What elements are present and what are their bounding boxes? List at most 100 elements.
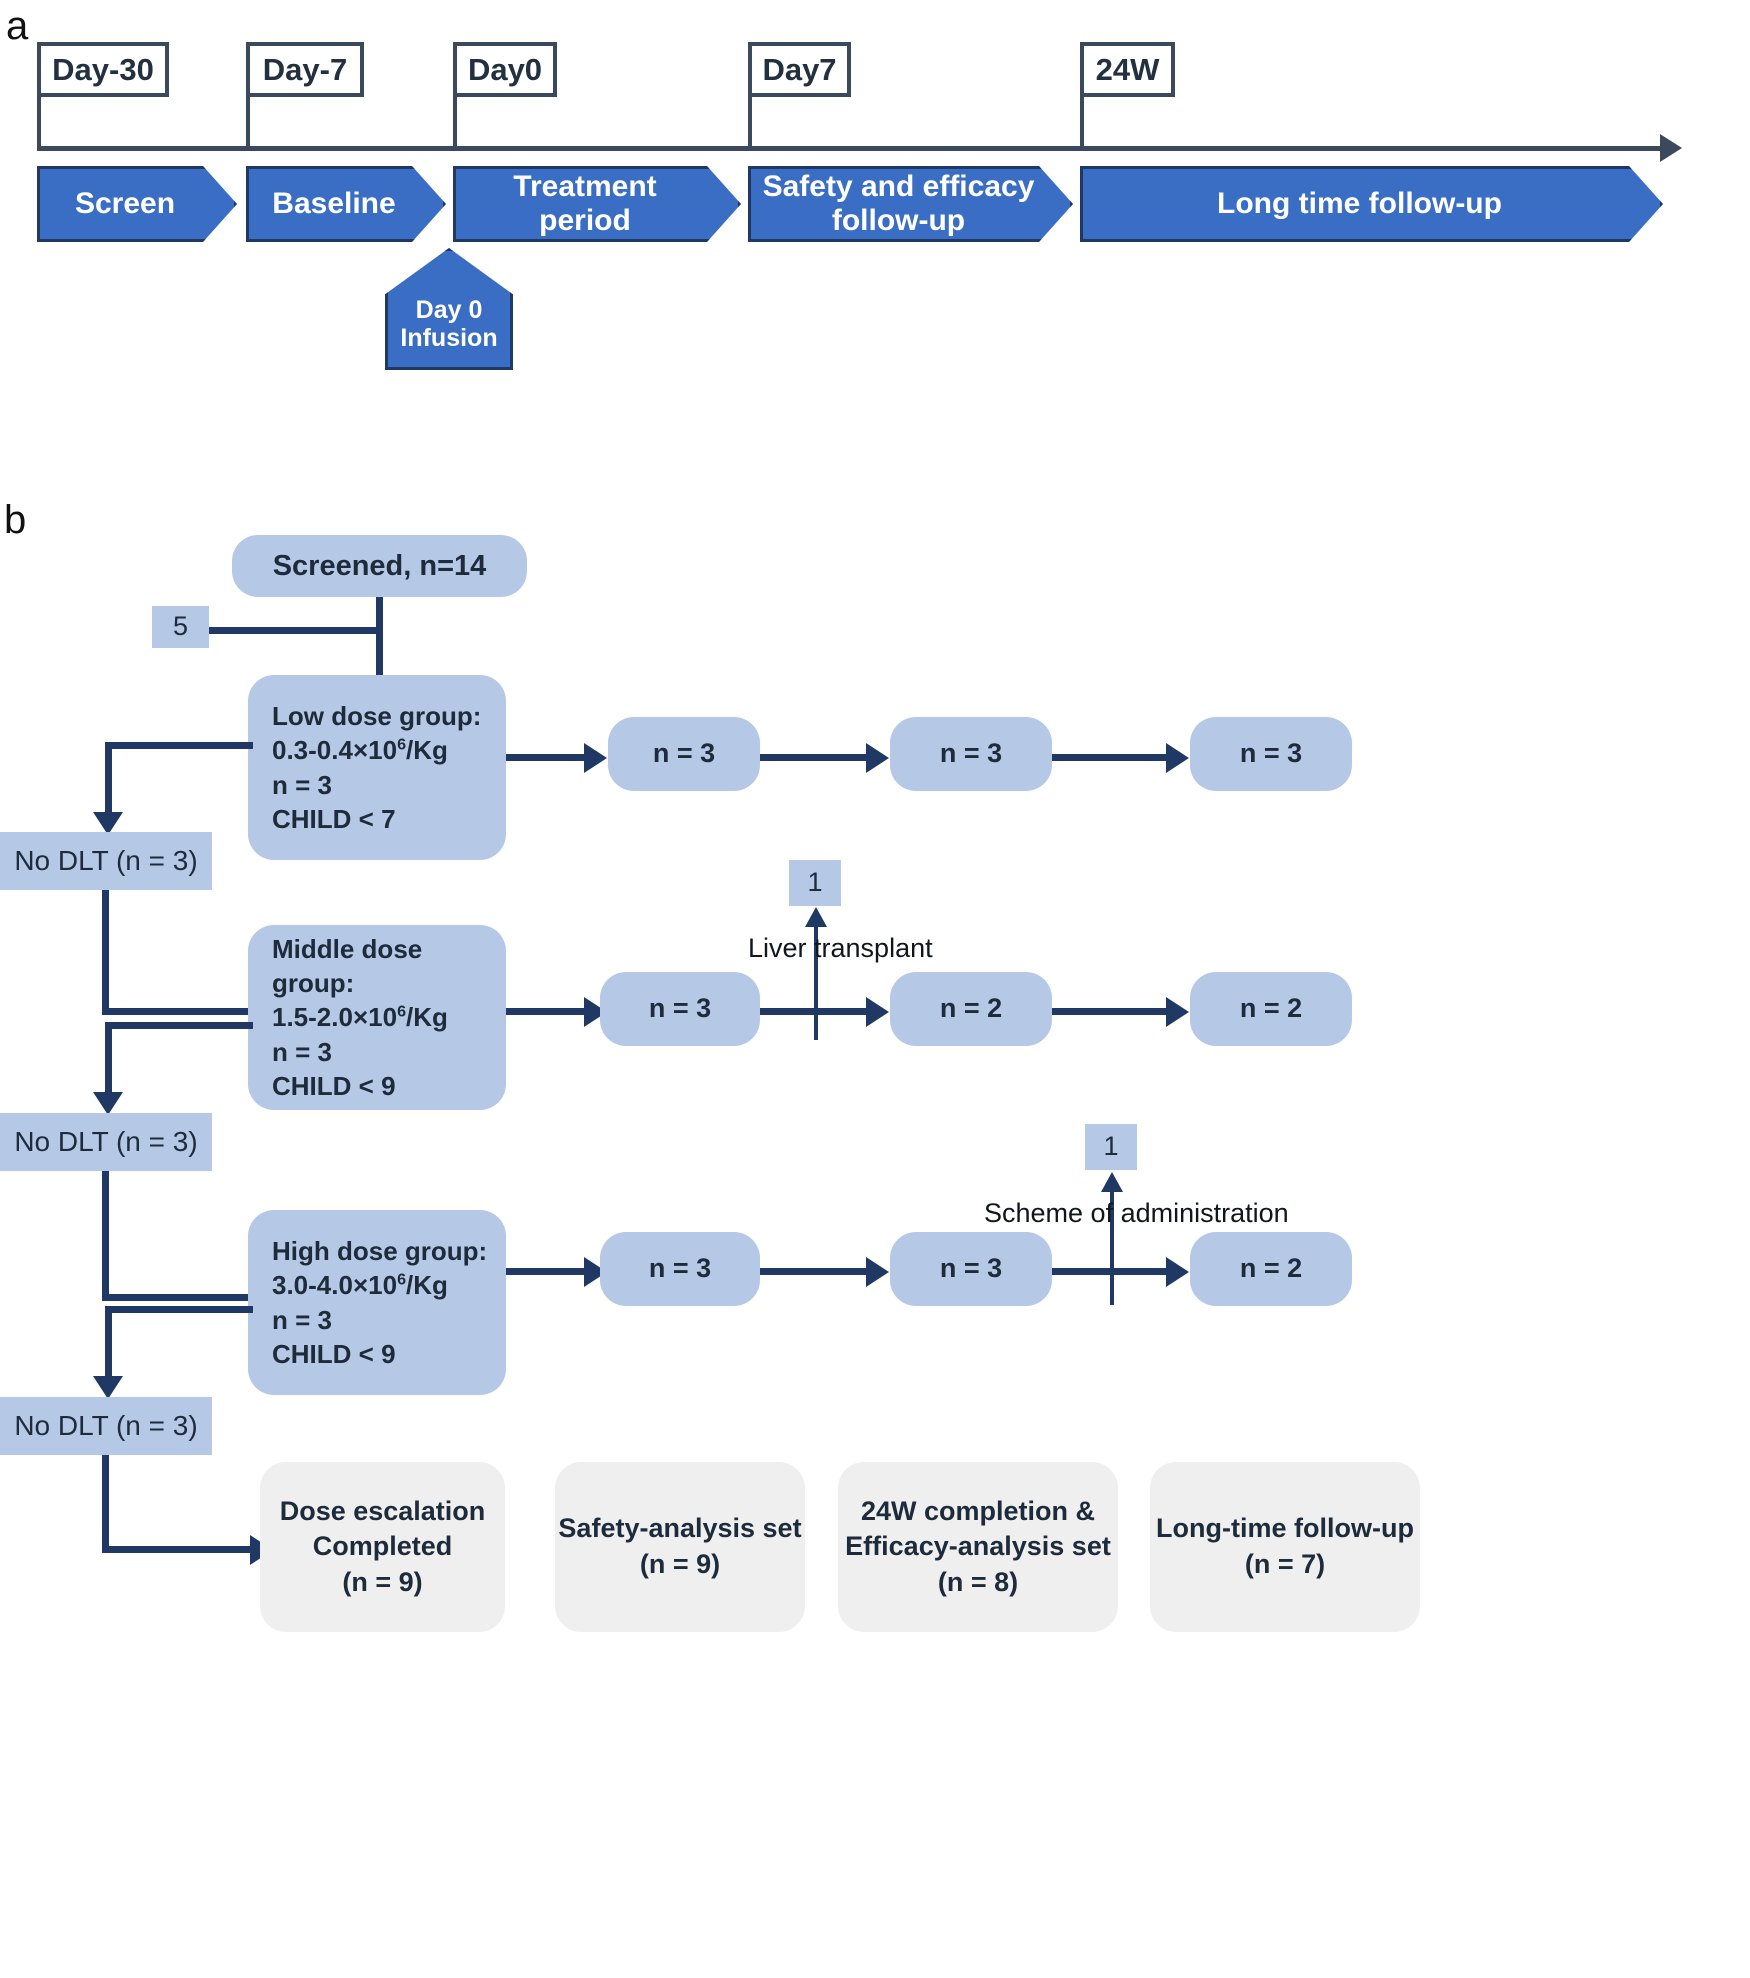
connector-dlt0-right	[102, 1008, 254, 1015]
node-no-dlt-0: No DLT (n = 3)	[0, 832, 212, 890]
milestone-tick-4	[1080, 95, 1084, 148]
phase-chevron-screen: Screen	[37, 166, 237, 242]
milestone-tick-2	[453, 95, 457, 148]
node-middle-followup-2: n = 2	[1190, 972, 1352, 1046]
connector-high-f1-f2-arrow-icon	[866, 1257, 889, 1287]
dose-low-child: CHILD < 7	[272, 803, 396, 834]
node-no-dlt-2-label: No DLT (n = 3)	[14, 1409, 198, 1441]
connector-mid-elbow-arrow-icon	[93, 1092, 123, 1115]
node-middle-followup-1: n = 2	[890, 972, 1052, 1046]
day0-infusion-node: Day 0 Infusion	[385, 248, 513, 370]
milestone-tick-1	[246, 95, 250, 148]
phase-label-2: Treatment period	[513, 169, 657, 237]
node-middle-followup-0-label: n = 3	[648, 993, 712, 1024]
label-scheme-of-administration: Scheme of administration	[984, 1198, 1289, 1228]
phase-chevron-long-followup: Long time follow-up	[1080, 166, 1663, 242]
connector-mid-elbow-h	[105, 1022, 253, 1029]
node-outcome-0: Dose escalation Completed (n = 9)	[260, 1462, 505, 1632]
outcome-2-line-3: (n = 8)	[937, 1566, 1019, 1597]
connector-high-elbow-h	[105, 1306, 253, 1313]
node-dose-group-low: Low dose group: 0.3-0.4×106/Kg n = 3 CHI…	[248, 675, 506, 860]
timeline-axis	[37, 146, 1662, 151]
node-high-followup-0: n = 3	[600, 1232, 760, 1306]
milestone-label-3: Day7	[762, 51, 837, 87]
connector-scheme-admin-v	[1110, 1185, 1114, 1305]
connector-mid-f2-f3-arrow-icon	[1166, 997, 1189, 1027]
node-screened-label: Screened, n=14	[272, 549, 487, 582]
outcome-1-line-2: (n = 9)	[639, 1549, 721, 1579]
panel-a-timeline: a Day-30 Day-7 Day0 Day7 24W Screen Base…	[0, 0, 1750, 420]
dose-middle-n: n = 3	[272, 1036, 332, 1067]
node-dose-group-high: High dose group: 3.0-4.0×106/Kg n = 3 CH…	[248, 1210, 506, 1395]
milestone-box-4: 24W	[1080, 42, 1175, 97]
node-dropout-scheme-admin-count: 1	[1103, 1131, 1119, 1162]
connector-low-elbow-arrow-icon	[93, 812, 123, 835]
node-dropout-liver-transplant-count: 1	[807, 867, 823, 898]
dose-high-title: High dose group:	[272, 1235, 488, 1266]
node-middle-followup-2-label: n = 2	[1239, 993, 1303, 1024]
phase-chevron-baseline: Baseline	[246, 166, 446, 242]
node-dose-group-middle: Middle dose group: 1.5-2.0×106/Kg n = 3 …	[248, 925, 506, 1110]
node-screened: Screened, n=14	[232, 535, 527, 597]
dose-low-dose: 0.3-0.4×106/Kg	[272, 735, 448, 766]
node-outcome-3: Long-time follow-up (n = 7)	[1150, 1462, 1420, 1632]
dose-middle-dose: 1.5-2.0×106/Kg	[272, 1002, 448, 1033]
connector-low-to-f1	[506, 754, 586, 761]
node-no-dlt-2: No DLT (n = 3)	[0, 1397, 212, 1455]
label-liver-transplant: Liver transplant	[748, 933, 933, 963]
outcome-0-line-3: (n = 9)	[342, 1566, 423, 1597]
connector-scheme-admin-arrow-icon	[1101, 1172, 1123, 1192]
dose-high-dose: 3.0-4.0×106/Kg	[272, 1270, 448, 1301]
node-low-followup-1-label: n = 3	[939, 738, 1003, 769]
node-low-followup-2: n = 3	[1190, 717, 1352, 791]
node-outcome-1: Safety-analysis set (n = 9)	[555, 1462, 805, 1632]
dose-high-n: n = 3	[272, 1304, 332, 1335]
connector-liver-transplant-v	[814, 920, 818, 1040]
connector-high-elbow-v	[105, 1306, 112, 1384]
outcome-2-line-1: 24W completion &	[860, 1495, 1096, 1526]
connector-dlt2-down	[102, 1455, 109, 1553]
node-low-followup-2-label: n = 3	[1239, 738, 1303, 769]
node-no-dlt-1-label: No DLT (n = 3)	[14, 1125, 198, 1157]
node-high-followup-0-label: n = 3	[648, 1253, 712, 1284]
connector-low-f1-f2	[760, 754, 870, 761]
node-excluded-label: 5	[172, 611, 189, 642]
milestone-box-1: Day-7	[246, 42, 364, 97]
connector-high-f2-f3-arrow-icon	[1166, 1257, 1189, 1287]
phase-chevron-treatment: Treatment period	[453, 166, 741, 242]
phase-label-0: Screen	[74, 186, 176, 220]
outcome-0-line-2: Completed	[312, 1531, 453, 1562]
dose-middle-title: Middle dose group:	[272, 933, 423, 999]
panel-b-flowchart: b Screened, n=14 5 Low dose group: 0.3-0…	[0, 420, 1750, 1978]
connector-high-to-f1	[506, 1268, 586, 1275]
node-high-followup-1: n = 3	[890, 1232, 1052, 1306]
milestone-tick-3	[748, 95, 752, 148]
connector-low-elbow-h	[105, 742, 253, 749]
connector-low-f2-f3	[1052, 754, 1170, 761]
connector-low-to-f1-arrow-icon	[584, 743, 607, 773]
node-dropout-liver-transplant: 1	[789, 860, 841, 906]
milestone-label-0: Day-30	[52, 51, 154, 87]
node-dropout-scheme-admin: 1	[1085, 1124, 1137, 1170]
outcome-0-line-1: Dose escalation	[279, 1495, 486, 1526]
infusion-line-1: Day 0	[415, 295, 483, 324]
dose-high-child: CHILD < 9	[272, 1338, 396, 1369]
connector-high-elbow-arrow-icon	[93, 1376, 123, 1399]
connector-low-f1-f2-arrow-icon	[866, 743, 889, 773]
dose-low-n: n = 3	[272, 769, 332, 800]
milestone-box-2: Day0	[453, 42, 557, 97]
node-excluded-count: 5	[152, 606, 209, 648]
timeline-axis-arrow-icon	[1660, 134, 1682, 162]
connector-mid-f2-f3	[1052, 1008, 1170, 1015]
connector-liver-transplant-arrow-icon	[805, 907, 827, 927]
node-high-followup-2: n = 2	[1190, 1232, 1352, 1306]
outcome-3-line-1: Long-time follow-up	[1156, 1513, 1414, 1544]
milestone-tick-0	[37, 95, 41, 148]
connector-dlt1-right	[102, 1294, 254, 1301]
connector-mid-elbow-v	[105, 1022, 112, 1100]
node-low-followup-1: n = 3	[890, 717, 1052, 791]
outcome-1-line-1: Safety-analysis set	[558, 1513, 802, 1544]
connector-dlt0-down	[102, 890, 109, 1015]
node-outcome-2: 24W completion & Efficacy-analysis set (…	[838, 1462, 1118, 1632]
node-no-dlt-0-label: No DLT (n = 3)	[14, 844, 198, 876]
